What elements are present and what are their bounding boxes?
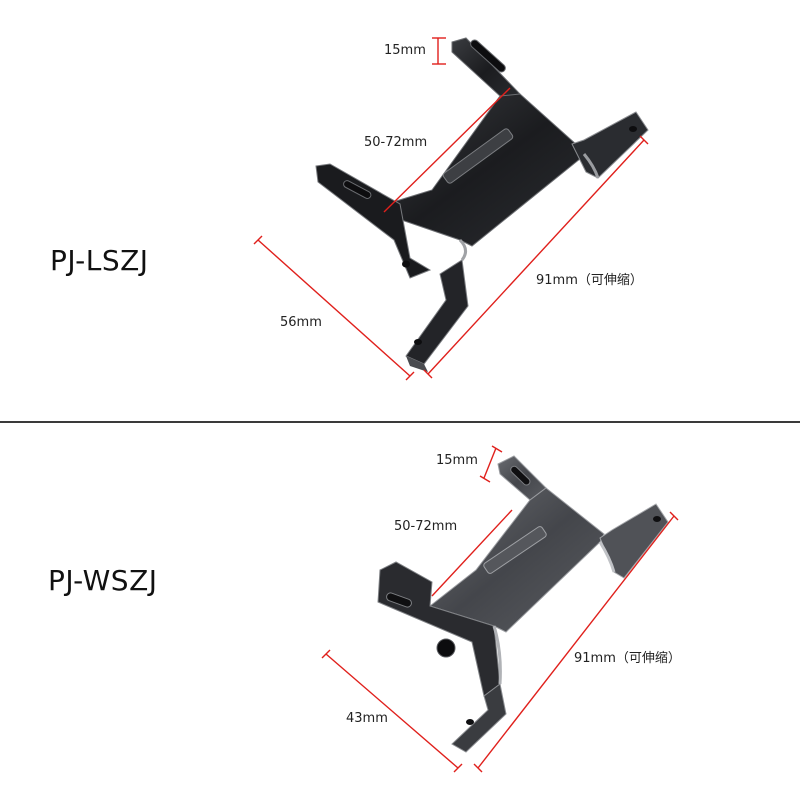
product-panel-wszj: PJ-WSZJ <box>0 424 800 800</box>
dim-label-length: 91mm（可伸缩） <box>536 272 643 288</box>
dim-label-foot-width: 56mm <box>280 315 322 330</box>
bracket-diagram-lszj: 15mm 50-72mm 91mm（可伸缩） 56mm <box>253 37 649 381</box>
dim-label-length: 91mm（可伸缩） <box>574 650 681 666</box>
dim-label-span: 50-72mm <box>394 519 457 534</box>
section-divider <box>0 421 800 423</box>
dimension-lines-wszj <box>321 445 679 773</box>
dim-label-slot-width: 15mm <box>436 453 478 468</box>
bracket-wszj <box>377 455 669 753</box>
bracket-lszj <box>315 37 649 372</box>
dimension-lines-lszj <box>253 37 649 381</box>
product-panel-lszj: PJ-LSZJ <box>50 37 649 381</box>
dim-label-span: 50-72mm <box>364 135 427 150</box>
model-label: PJ-WSZJ <box>48 564 158 597</box>
model-label: PJ-LSZJ <box>50 244 149 277</box>
bracket-diagram-wszj: 15mm 50-72mm 91mm（可伸缩） 43mm <box>321 445 681 773</box>
dim-label-foot-width: 43mm <box>346 711 388 726</box>
dim-label-slot-width: 15mm <box>384 43 426 58</box>
